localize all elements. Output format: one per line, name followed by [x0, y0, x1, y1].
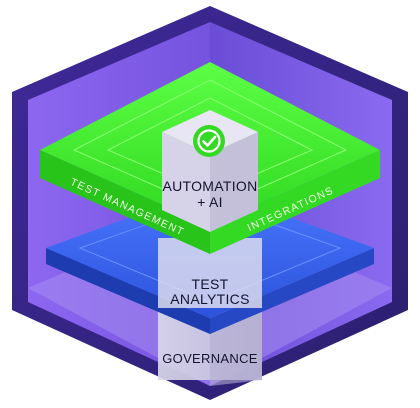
automation-layer-side-left [40, 150, 210, 254]
analytics-layer-side-left [46, 248, 210, 334]
center-cube-left [162, 132, 210, 232]
center-cube-right [210, 132, 258, 232]
test-analytics-label-line1: TEST [192, 276, 229, 292]
automation-label-line1: AUTOMATION [162, 178, 257, 194]
check-circle-icon [193, 125, 225, 157]
governance-label: GOVERNANCE [162, 351, 257, 366]
automation-label-line2: + AI [197, 194, 223, 210]
test-analytics-label-line2: ANALYTICS [170, 291, 249, 307]
analytics-layer-side-right [210, 248, 374, 334]
automation-layer-side-right [210, 150, 380, 254]
